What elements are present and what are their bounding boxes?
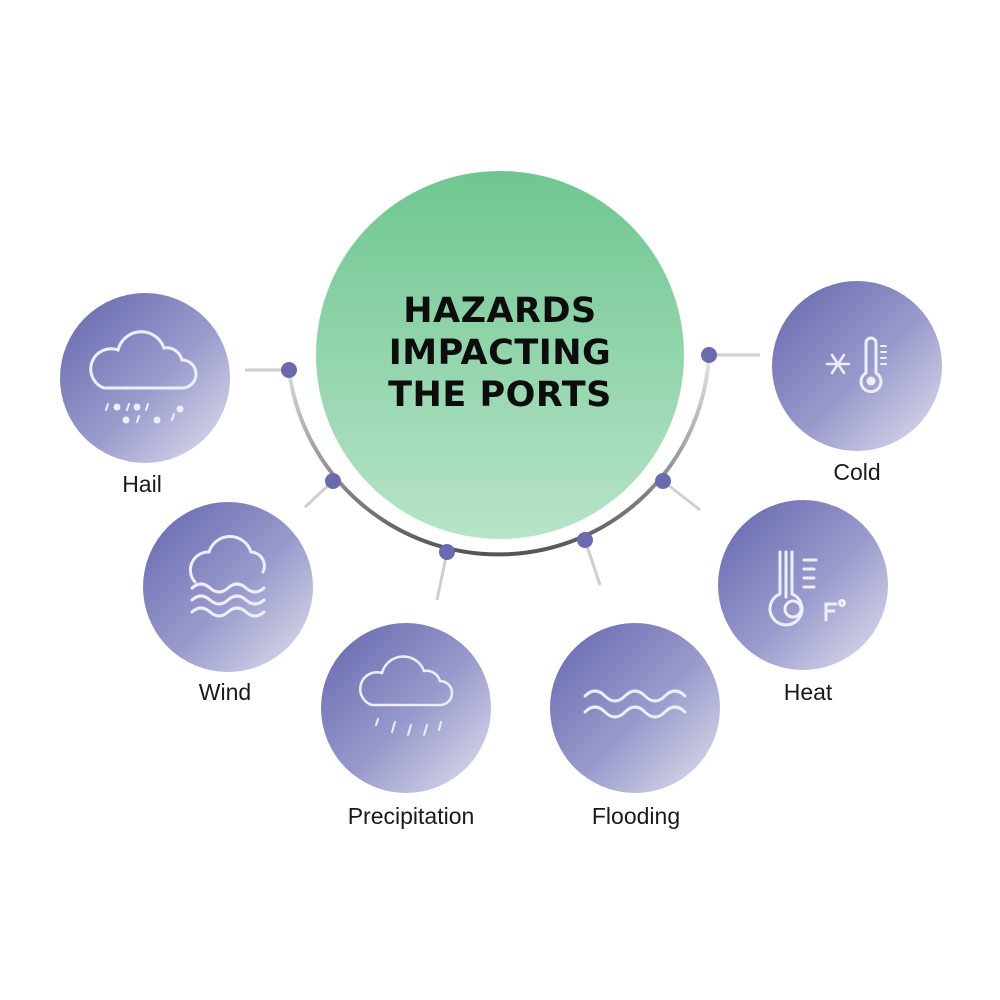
rain-cloud-icon [359,655,454,736]
thermometer-fahrenheit-icon [768,550,846,627]
connector-dot [281,362,297,378]
node-cold [772,281,942,451]
snowflake-thermometer-icon [825,336,887,394]
center-circle [316,171,684,539]
label-wind: Wind [198,679,252,705]
label-flooding: Flooding [591,803,681,829]
waves-icon [583,689,687,719]
label-precipitation: Precipitation [347,803,475,829]
label-hail: Hail [122,471,162,497]
title-line-2: IMPACTING [388,333,612,373]
connector-arc [287,354,711,557]
title-line-1: HAZARDS [403,291,597,331]
title-line-3: THE PORTS [388,375,612,415]
connector-dot [701,347,717,363]
connector-dot [577,532,593,548]
connector-dot [655,473,671,489]
spoke-precipitation [435,551,449,601]
connector-dot [325,473,341,489]
connector-dot [439,544,455,560]
wind-cloud-icon [188,535,266,618]
node-precipitation [321,623,491,793]
node-heat [718,500,888,670]
label-heat: Heat [783,679,833,705]
hail-cloud-icon [89,330,198,424]
node-hail [60,293,230,463]
label-cold: Cold [833,459,881,485]
center-title: HAZARDS IMPACTING THE PORTS [388,290,612,416]
